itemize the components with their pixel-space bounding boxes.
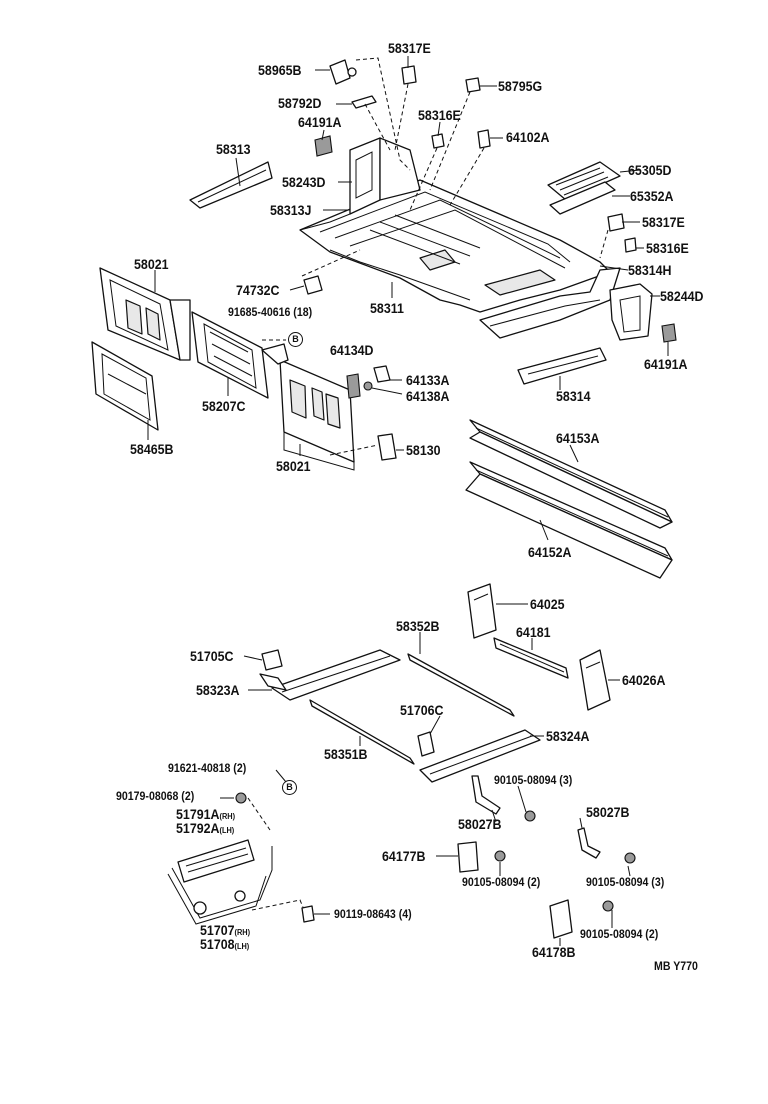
label-58323A: 58323A (196, 683, 240, 698)
label-64138A: 64138A (406, 389, 450, 404)
label-58965B: 58965B (258, 63, 302, 78)
label-51791A-side: (RH) (219, 812, 236, 821)
lower-clips (261, 649, 435, 757)
label-58324A: 58324A (546, 729, 590, 744)
label-64191A-top: 64191A (298, 115, 342, 130)
bracket-58027B-right (577, 827, 636, 864)
rail-64181 (493, 637, 569, 679)
panel-58207C (191, 311, 269, 399)
bracket-58244D (609, 283, 677, 343)
bracket-64178B (549, 899, 614, 939)
label-58314: 58314 (556, 389, 591, 404)
label-58316E-right: 58316E (646, 241, 689, 256)
label-51708-side: (LH) (234, 942, 250, 951)
label-51708-number: 51708 (200, 937, 235, 952)
label-90105-c: 90105-08094 (3) (586, 877, 665, 889)
label-58317E-top: 58317E (388, 41, 431, 56)
label-51707: 51707(RH) (200, 924, 250, 938)
leader-lines (147, 56, 669, 946)
label-91685: 91685-40616 (18) (228, 307, 313, 319)
label-58313: 58313 (216, 142, 251, 157)
crossmember-58324A (419, 729, 541, 783)
label-58027B-left: 58027B (458, 817, 502, 832)
label-51707-side: (RH) (234, 928, 251, 937)
right-clips (599, 213, 637, 259)
label-64153A: 64153A (556, 431, 600, 446)
step-assembly (167, 792, 315, 925)
label-64191A-right: 64191A (644, 357, 688, 372)
label-51792A-side: (LH) (219, 826, 235, 835)
label-90105-d: 90105-08094 (2) (580, 929, 659, 941)
top-clips (314, 57, 491, 211)
label-51792A: 51792A(LH) (176, 822, 234, 836)
label-58207C: 58207C (202, 399, 246, 414)
label-58314H: 58314H (628, 263, 672, 278)
label-90105-a: 90105-08094 (3) (494, 775, 573, 787)
label-58352B: 58352B (396, 619, 440, 634)
connector-parts (262, 249, 397, 461)
label-64133A: 64133A (406, 373, 450, 388)
label-64152A: 64152A (528, 545, 572, 560)
rail-58351B (309, 699, 415, 765)
label-51708: 51708(LH) (200, 938, 249, 952)
rail-58352B (407, 653, 515, 717)
label-58317E-right: 58317E (642, 215, 685, 230)
label-90119: 90119-08643 (4) (334, 909, 412, 921)
label-90179: 90179-08068 (2) (116, 791, 195, 803)
marker-b-lower: B (282, 780, 297, 795)
label-64025: 64025 (530, 597, 565, 612)
label-58313J: 58313J (270, 203, 312, 218)
panel-58021-left (99, 267, 191, 361)
side-rail-58314 (517, 347, 607, 385)
label-65305D: 65305D (628, 163, 672, 178)
label-58316E-top: 58316E (418, 108, 461, 123)
rail-58313 (189, 161, 273, 209)
floor-front-wall (299, 137, 421, 231)
label-65352A: 65352A (630, 189, 674, 204)
label-64134D: 64134D (330, 343, 374, 358)
rear-floor-pan (299, 179, 621, 339)
bracket-64026A (579, 649, 611, 711)
marker-b-upper: B (288, 332, 303, 347)
label-58795G: 58795G (498, 79, 543, 94)
label-64181: 64181 (516, 625, 551, 640)
label-58792D: 58792D (278, 96, 322, 111)
label-58465B: 58465B (130, 442, 174, 457)
label-51791A: 51791A(RH) (176, 808, 235, 822)
label-58021-mid: 58021 (276, 459, 311, 474)
label-51706C: 51706C (400, 703, 444, 718)
label-58311: 58311 (370, 301, 404, 316)
label-51791A-number: 51791A (176, 807, 220, 822)
bracket-58027B-left (471, 775, 536, 822)
label-64178B: 64178B (532, 945, 576, 960)
label-91621: 91621-40818 (2) (168, 763, 247, 775)
label-64177B: 64177B (382, 849, 426, 864)
label-58244D: 58244D (660, 289, 704, 304)
panel-58021-mid (261, 343, 355, 471)
label-58130: 58130 (406, 443, 441, 458)
label-58021-left: 58021 (134, 257, 169, 272)
label-51707-number: 51707 (200, 923, 235, 938)
label-74732C: 74732C (236, 283, 280, 298)
long-rails (465, 419, 673, 579)
label-58351B: 58351B (324, 747, 368, 762)
label-51792A-number: 51792A (176, 821, 220, 836)
diagram-code: MB Y770 (654, 961, 698, 973)
label-58243D: 58243D (282, 175, 326, 190)
bracket-64177B (457, 841, 506, 873)
label-90105-b: 90105-08094 (2) (462, 877, 541, 889)
label-58027B-right: 58027B (586, 805, 630, 820)
label-64026A: 64026A (622, 673, 666, 688)
step-pad (547, 161, 621, 215)
crossmember-58323A (259, 649, 401, 701)
label-64102A: 64102A (506, 130, 550, 145)
label-51705C: 51705C (190, 649, 234, 664)
frame-58465B (91, 341, 159, 431)
bracket-64025 (467, 583, 497, 639)
